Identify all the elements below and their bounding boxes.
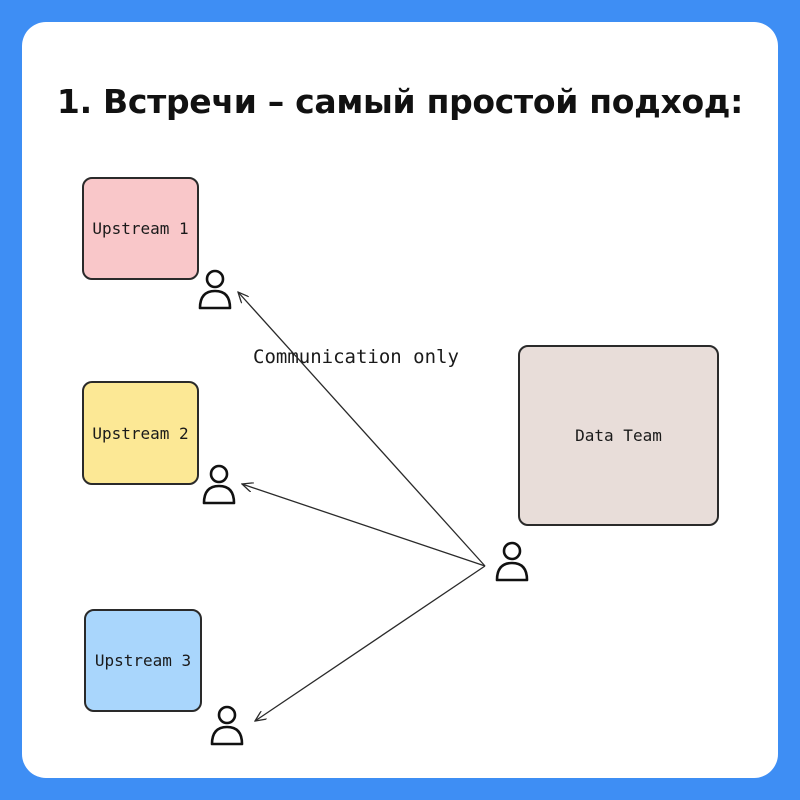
- arrow-to-upstream-3: [255, 565, 486, 721]
- person-icon: [198, 269, 232, 310]
- arrow-to-upstream-1: [238, 292, 486, 567]
- slide-title: 1. Встречи – самый простой подход:: [56, 82, 744, 121]
- person-icon: [202, 464, 236, 505]
- person-icon: [495, 541, 529, 582]
- person-icon: [210, 705, 244, 746]
- arrow-to-upstream-2: [242, 484, 486, 567]
- edge-label: Communication only: [253, 346, 459, 368]
